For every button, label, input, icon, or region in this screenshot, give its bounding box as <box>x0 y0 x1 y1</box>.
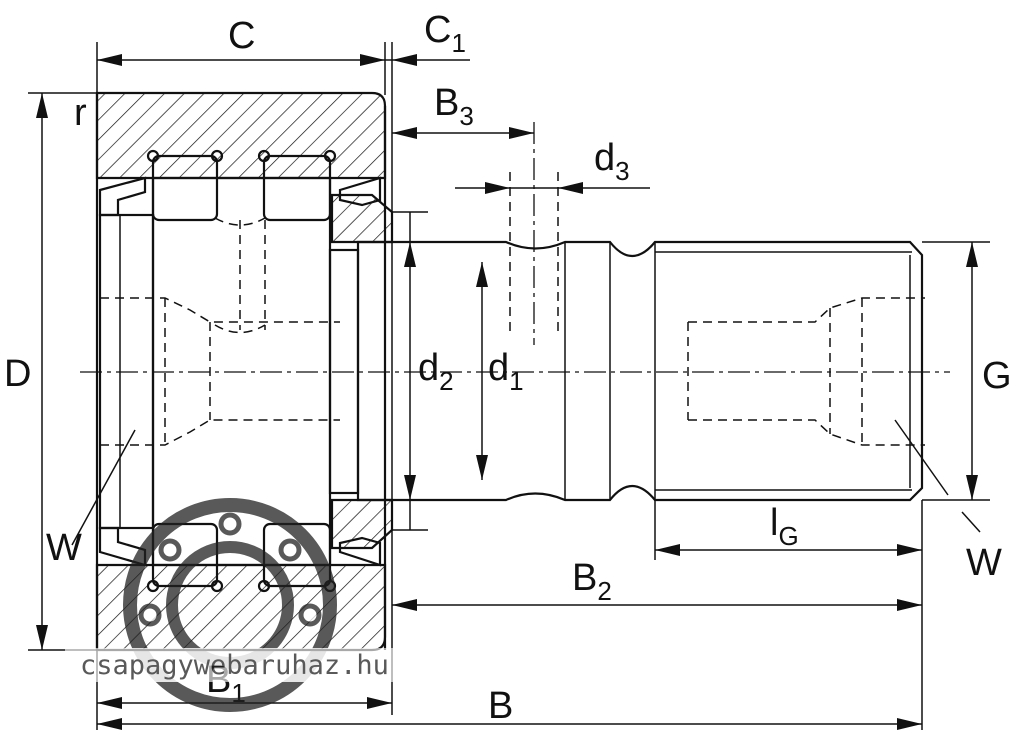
label-C: C <box>228 15 255 57</box>
centerlines <box>80 122 950 373</box>
label-lG: lG <box>770 502 799 551</box>
label-D: D <box>4 353 31 395</box>
label-d1: d1 <box>488 347 524 396</box>
label-B3: B3 <box>434 82 474 131</box>
label-C1: C1 <box>424 9 466 58</box>
label-r: r <box>74 92 87 134</box>
stud-shaft <box>356 240 924 502</box>
label-d2: d2 <box>418 347 454 396</box>
label-B: B <box>488 685 513 727</box>
dimension-lines <box>28 42 990 730</box>
label-W-right: W <box>966 542 1002 584</box>
watermark: csapagywebaruhaz.hu <box>65 498 395 712</box>
label-B2: B2 <box>572 557 612 606</box>
label-d3: d3 <box>594 137 630 186</box>
watermark-text: csapagywebaruhaz.hu <box>80 650 389 681</box>
label-G: G <box>982 355 1012 397</box>
label-W-left: W <box>46 527 82 569</box>
hidden-lines <box>100 172 925 446</box>
